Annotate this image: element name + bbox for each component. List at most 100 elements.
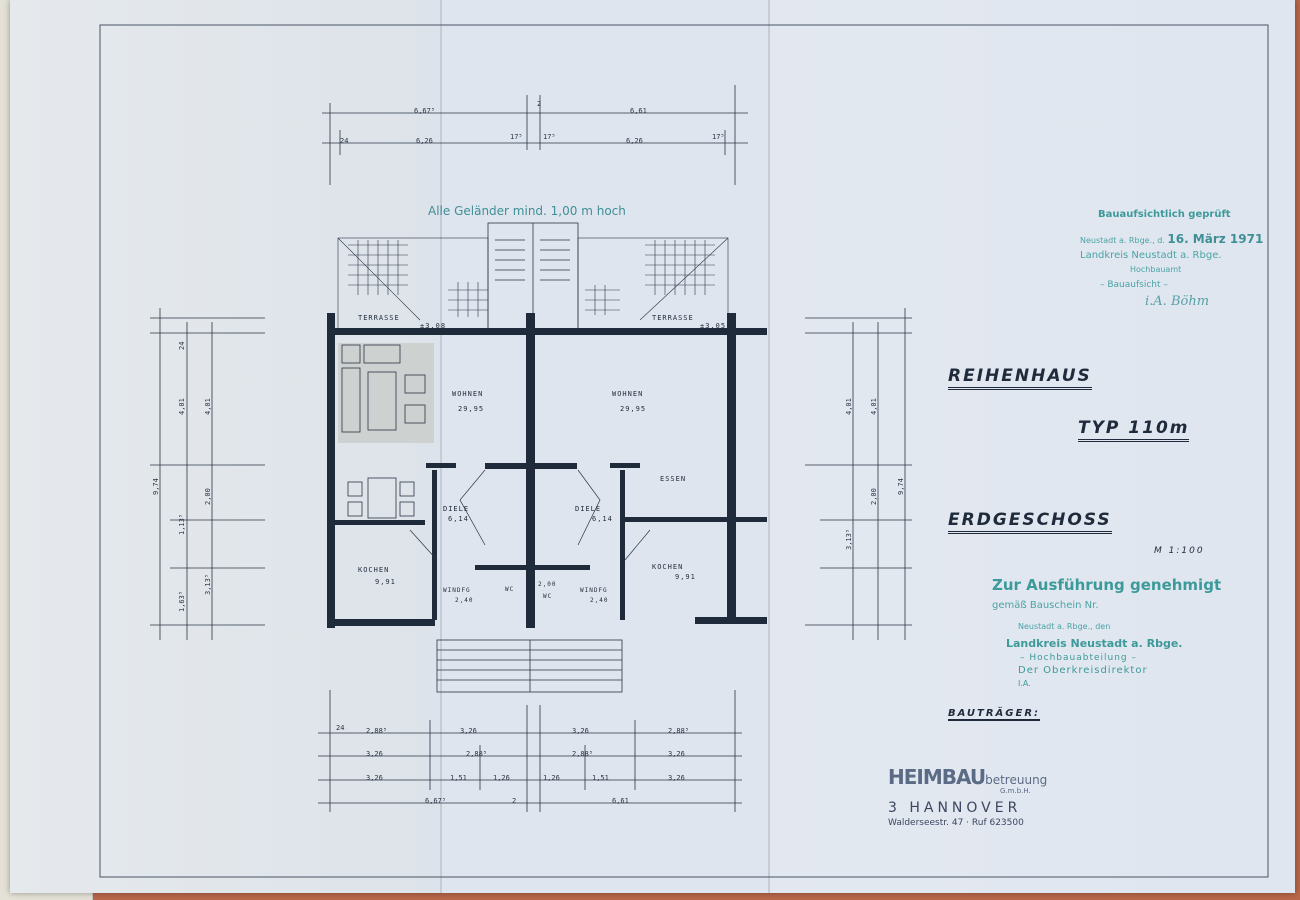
- top-dimension-chain: [322, 85, 748, 185]
- stamp-inspection-date-prefix: Neustadt a. Rbge., d.: [1080, 236, 1165, 245]
- title-bautraeger: BAUTRÄGER:: [948, 708, 1041, 721]
- room-kochen-right: KOCHEN: [652, 563, 684, 571]
- dim-bottom-4a: 6,67⁵: [425, 797, 447, 805]
- dim-left-b: 4,01: [178, 398, 186, 415]
- company-name: HEIMBAU: [888, 765, 986, 789]
- room-diele-left-area: 6,14: [448, 515, 469, 523]
- room-wohnen-right-area: 29,95: [620, 405, 647, 413]
- bottom-dimension-chain: [318, 690, 742, 812]
- stamp-inspection-line5: – Bauaufsicht –: [1100, 280, 1168, 290]
- room-windfg-right-area: 2,40: [590, 597, 609, 604]
- dim-bottom-2b: 2,88⁵: [466, 750, 488, 758]
- stamp-approval-line6: Der Oberkreisdirektor: [1018, 665, 1148, 676]
- fold-line-left: [440, 0, 442, 893]
- stamp-inspection-line3: Landkreis Neustadt a. Rbge.: [1080, 250, 1222, 261]
- dim-bottom-1e: 2,88⁵: [668, 727, 690, 735]
- stamp-approval-line2: gemäß Bauschein Nr.: [992, 600, 1099, 611]
- room-wohnen-right: WOHNEN: [612, 390, 644, 398]
- dim-top-2a: 24: [340, 137, 349, 145]
- room-kochen-left: KOCHEN: [358, 566, 390, 574]
- dim-top-2d: 17⁵: [543, 133, 556, 141]
- dim-left-a: 24: [178, 341, 186, 350]
- room-wc-left: WC: [505, 586, 515, 593]
- room-wohnen-left: WOHNEN: [452, 390, 484, 398]
- dim-top-1c: 6,61: [630, 107, 647, 115]
- walls: [327, 313, 767, 628]
- dim-bottom-1d: 3,26: [572, 727, 589, 735]
- dim-bottom-2c: 2,88⁵: [572, 750, 594, 758]
- dim-bottom-3d: 1,26: [543, 774, 560, 782]
- stamp-approval-line5: – Hochbauabteilung –: [1020, 653, 1137, 663]
- company-city: 3 HANNOVER: [888, 800, 1022, 816]
- dim-top-2b: 6,26: [416, 137, 433, 145]
- sheet-frame: [99, 24, 1269, 878]
- room-terrasse-left: TERRASSE: [358, 314, 400, 322]
- dim-bottom-2d: 3,26: [668, 750, 685, 758]
- room-kochen-left-area: 9,91: [375, 578, 396, 586]
- dim-bottom-1b: 2,88⁵: [366, 727, 388, 735]
- dim-bottom-3e: 1,51: [592, 774, 609, 782]
- room-essen: ESSEN: [660, 475, 687, 483]
- right-dimension-chain: [805, 308, 912, 640]
- stamp-approval-line3: Neustadt a. Rbge., den: [1018, 622, 1111, 631]
- title-scale: M 1:100: [1154, 546, 1205, 556]
- company-form: G.m.b.H.: [1000, 787, 1031, 795]
- dim-bottom-1a: 24: [336, 724, 345, 732]
- title-typ: TYP 110m: [1078, 418, 1190, 442]
- room-wohnen-left-area: 29,95: [458, 405, 485, 413]
- title-erdgeschoss: ERDGESCHOSS: [948, 510, 1112, 534]
- company-stamp: HEIMBAUbetreuung: [888, 765, 1047, 789]
- dim-right-total: 9,74: [897, 478, 905, 495]
- room-windfg-left-area: 2,40: [455, 597, 474, 604]
- room-wc-right: WC: [543, 593, 553, 600]
- room-terrasse-right-level: ±3.05: [700, 322, 727, 330]
- dim-top-2f: 17⁵: [712, 133, 725, 141]
- stamp-inspection-line2: Neustadt a. Rbge., d. 16. März 1971: [1080, 232, 1263, 246]
- dim-left-e: 4,01: [204, 398, 212, 415]
- stamp-approval-line7: I.A.: [1018, 679, 1031, 688]
- stamp-approval-line4: Landkreis Neustadt a. Rbge.: [1006, 637, 1183, 650]
- dim-bottom-3c: 1,26: [493, 774, 510, 782]
- dim-top-1b: 2: [537, 100, 542, 108]
- stamp-inspection-signature: i.A. Böhm: [1145, 294, 1210, 309]
- dim-right-b: 3,13⁵: [845, 528, 853, 550]
- room-kochen-right-area: 9,91: [675, 573, 696, 581]
- dim-left-total: 9,74: [152, 478, 160, 495]
- door-swings: [409, 469, 651, 561]
- room-terrasse-right: TERRASSE: [652, 314, 694, 322]
- dim-bottom-3a: 3,26: [366, 774, 383, 782]
- dim-right-a: 4,01: [845, 398, 853, 415]
- room-diele-left: DIELE: [443, 505, 470, 513]
- stamp-inspection-line1: Bauaufsichtlich geprüft: [1098, 209, 1231, 220]
- stamp-inspection-date: 16. März 1971: [1167, 232, 1264, 246]
- stamp-approval-line1: Zur Ausführung genehmigt: [992, 576, 1222, 594]
- dim-bottom-4b: 2: [512, 797, 517, 805]
- fold-line-right: [768, 0, 770, 893]
- room-windfg-right: WINDFG: [580, 587, 608, 594]
- left-dimension-chain: [150, 308, 265, 640]
- stamp-inspection-line4: Hochbauamt: [1130, 265, 1182, 274]
- room-wc-right-area: 2,00: [538, 581, 557, 588]
- dim-bottom-4c: 6,61: [612, 797, 629, 805]
- dim-top-2e: 6,26: [626, 137, 643, 145]
- dim-left-c: 1,13⁵: [178, 513, 186, 535]
- entrance-steps: [436, 639, 623, 693]
- title-reihenhaus: REIHENHAUS: [948, 366, 1092, 390]
- dim-left-g: 3,13⁵: [204, 573, 212, 595]
- railing-note: Alle Geländer mind. 1,00 m hoch: [428, 204, 626, 218]
- dim-left-d: 1,63⁵: [178, 590, 186, 612]
- drawing-sheet: [10, 0, 1295, 893]
- dim-right-c: 4,01: [870, 398, 878, 415]
- dim-top-1a: 6,67⁵: [414, 107, 436, 115]
- room-windfg-left: WINDFG: [443, 587, 471, 594]
- company-suffix: betreuung: [985, 773, 1048, 787]
- dim-top-2c: 17⁵: [510, 133, 523, 141]
- room-diele-right-area: 6,14: [592, 515, 613, 523]
- dim-bottom-2a: 3,26: [366, 750, 383, 758]
- dim-right-d: 2,00: [870, 488, 878, 505]
- dim-left-f: 2,00: [204, 488, 212, 505]
- company-address: Walderseestr. 47 · Ruf 623500: [888, 818, 1024, 828]
- room-diele-right: DIELE: [575, 505, 602, 513]
- dim-bottom-1c: 3,26: [460, 727, 477, 735]
